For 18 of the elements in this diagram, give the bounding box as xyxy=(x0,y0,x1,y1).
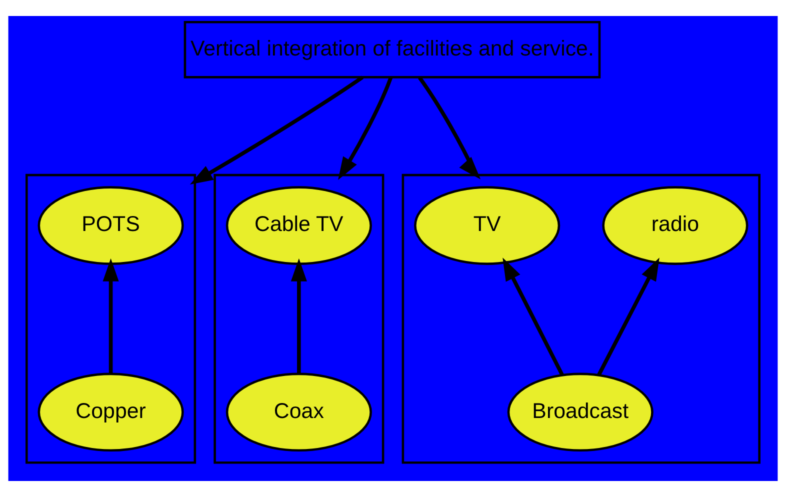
node-ellipse: Coax xyxy=(226,372,372,452)
arrow xyxy=(190,76,364,185)
arrow xyxy=(418,76,481,180)
node-ellipse: radio xyxy=(602,186,748,265)
node-box: Vertical integration of facilities and service. xyxy=(184,20,601,78)
arrow xyxy=(502,258,564,376)
cluster xyxy=(214,174,384,464)
node-ellipse: POTS xyxy=(38,186,184,265)
node-ellipse: TV xyxy=(414,186,560,265)
cluster xyxy=(26,174,196,464)
cluster xyxy=(402,174,760,464)
node-ellipse: Cable TV xyxy=(226,186,372,265)
arrow xyxy=(102,258,119,374)
node-ellipse: Broadcast xyxy=(507,372,654,452)
arrow xyxy=(338,76,393,180)
arrow xyxy=(290,258,307,374)
node-ellipse: Copper xyxy=(38,372,184,452)
arrow xyxy=(597,258,660,376)
